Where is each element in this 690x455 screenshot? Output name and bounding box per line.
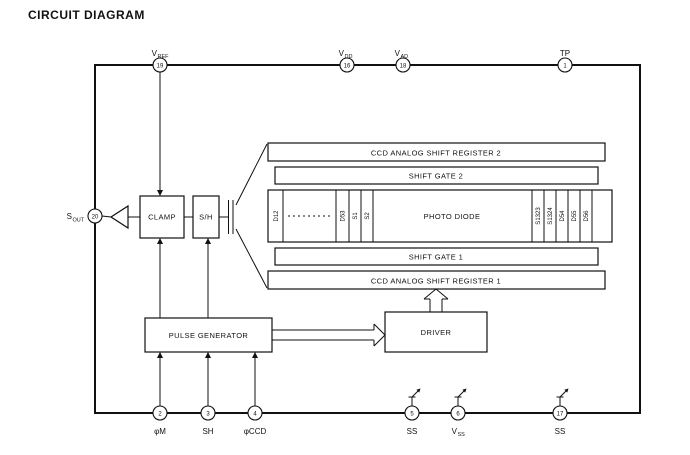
ccd-register-1-label: CCD ANALOG SHIFT REGISTER 1 <box>371 277 501 286</box>
pin-vad-sub: AD <box>401 54 409 60</box>
pin-vss: 6 V SS <box>450 405 466 438</box>
page-title: CIRCUIT DIAGRAM <box>28 8 145 22</box>
pin-vdd-circle <box>339 57 355 73</box>
cell-s1323: S1323 <box>536 207 542 225</box>
driver-box <box>384 311 488 353</box>
pin-vad-number: 18 <box>400 64 407 70</box>
pin-ss2-number: 17 <box>557 412 564 418</box>
pin-vdd: V DD 16 <box>339 49 355 73</box>
pin-sout-circle <box>87 208 103 224</box>
pin-vss-circle <box>450 405 466 421</box>
bus-arrow-driver-to-stack <box>423 288 449 312</box>
ccd-register-2-label: CCD ANALOG SHIFT REGISTER 2 <box>371 149 501 158</box>
pin-vref-number: 19 <box>157 64 164 70</box>
cell-d55: D55 <box>572 210 578 222</box>
pin-vss-sub: SS <box>458 432 466 438</box>
pin-vdd-sub: DD <box>345 54 353 60</box>
pin-vdd-label: V <box>339 49 345 58</box>
pin-phiccd: 4 φCCD <box>244 405 267 436</box>
pin-vad-circle <box>395 57 411 73</box>
pin-ss2: 17 SS <box>552 405 568 436</box>
cell-s1324: S1324 <box>548 207 554 225</box>
pin-phim-circle <box>152 405 168 421</box>
arrowheads <box>157 190 258 358</box>
pin-sout-number: 20 <box>92 215 99 221</box>
pin-ss1-circle <box>404 405 420 421</box>
pin-sout-sub: OUT <box>73 218 85 224</box>
pin-phim-label: φM <box>154 427 166 436</box>
cell-d56: D56 <box>584 210 590 222</box>
pin-phiccd-circle <box>247 405 263 421</box>
driver-label: DRIVER <box>421 328 452 337</box>
pin-ss1: 5 SS <box>404 405 420 436</box>
pin-vref-sub: REF <box>158 54 170 60</box>
ground-symbol-ss2 <box>556 388 569 406</box>
pin-vad: V AD 18 <box>395 49 411 73</box>
pin-ss1-label: SS <box>407 427 418 436</box>
sample-hold-box <box>192 195 220 239</box>
pin-phiccd-number: 4 <box>253 412 257 418</box>
cell-d12: D12 <box>274 210 280 222</box>
ground-symbol-vss <box>454 388 467 406</box>
pin-ss2-circle <box>552 405 568 421</box>
clamp-label: CLAMP <box>148 213 176 222</box>
pin-ss1-number: 5 <box>410 412 414 418</box>
sample-hold-label: S/H <box>199 213 213 222</box>
pin-phim: 2 φM <box>152 405 168 436</box>
pin-sh-circle <box>200 405 216 421</box>
photo-diode-label: PHOTO DIODE <box>424 212 481 221</box>
shift-gate-2-label: SHIFT GATE 2 <box>409 172 464 181</box>
pin-tp-label: TP <box>560 49 570 58</box>
pin-sh-number: 3 <box>206 412 210 418</box>
pulse-generator-label: PULSE GENERATOR <box>169 331 249 340</box>
pulse-generator-box <box>144 317 273 353</box>
clamp-box <box>139 195 185 239</box>
cell-d53: D53 <box>341 210 347 222</box>
pin-vref-circle <box>152 57 168 73</box>
pin-tp-number: 1 <box>563 64 567 70</box>
cell-s1: S1 <box>353 212 359 220</box>
shift-gate-1-box <box>274 247 599 266</box>
pin-vref-label: V <box>152 49 158 58</box>
pin-sout: S OUT 20 <box>67 208 103 224</box>
output-amp-icon <box>109 204 129 230</box>
ground-symbol-ss1 <box>408 388 421 406</box>
pin-vref: V REF 19 <box>152 49 170 73</box>
pin-ss2-label: SS <box>555 427 566 436</box>
pin-tp: TP 1 <box>557 49 573 73</box>
ccd-register-2-box <box>267 142 606 162</box>
register-stack: CCD ANALOG SHIFT REGISTER 2 SHIFT GATE 2… <box>267 142 613 290</box>
pin-vad-label: V <box>395 49 401 58</box>
pin-vdd-number: 16 <box>344 64 351 70</box>
wires <box>101 72 268 406</box>
bus-arrow-pg-to-driver <box>272 323 386 347</box>
shift-gate-2-box <box>274 166 599 185</box>
pin-phiccd-label: φCCD <box>244 427 267 436</box>
shift-gate-1-label: SHIFT GATE 1 <box>409 253 464 262</box>
chip-outline <box>94 64 641 414</box>
pin-tp-circle <box>557 57 573 73</box>
photo-diode-cell-dividers <box>282 190 593 242</box>
pin-sout-label: S <box>67 212 72 221</box>
cell-s2: S2 <box>365 212 371 220</box>
pin-vss-number: 6 <box>456 412 460 418</box>
pin-sh-label: SH <box>202 427 213 436</box>
pin-sh: 3 SH <box>200 405 216 436</box>
cell-d54: D54 <box>560 210 566 222</box>
pin-phim-number: 2 <box>158 412 162 418</box>
photo-diode-row <box>267 189 613 243</box>
pin-vss-label: V <box>452 427 458 436</box>
